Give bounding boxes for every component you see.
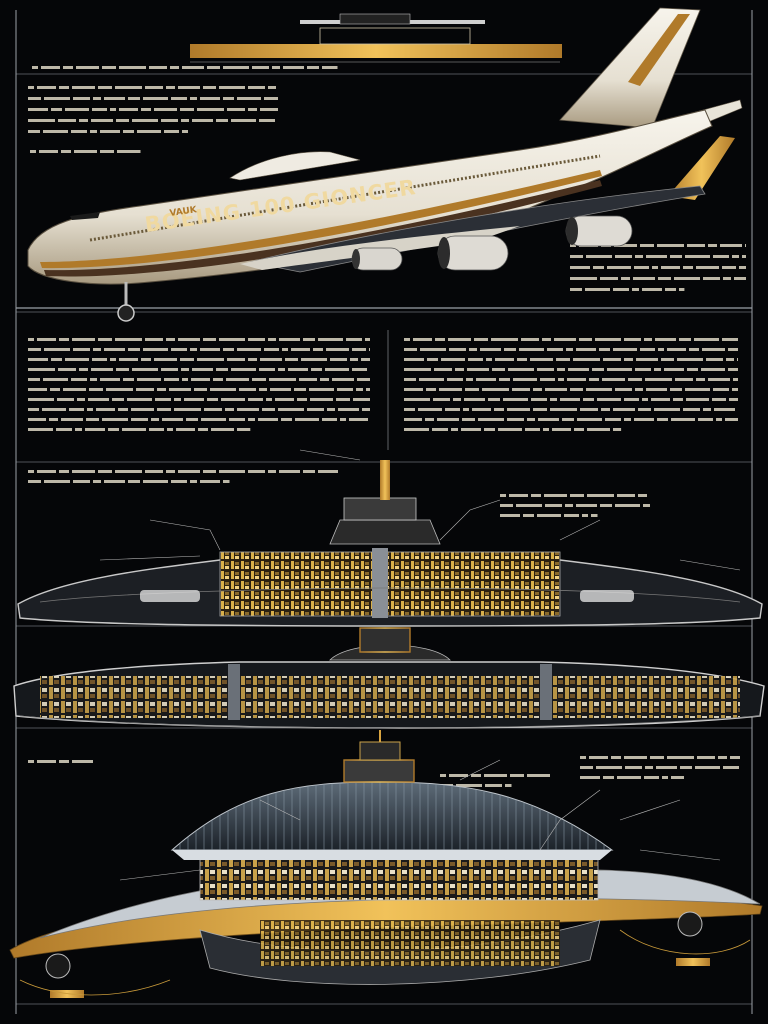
cutaway-deck-1 [17,460,763,627]
illegible-text-line [32,66,338,69]
illegible-text-line [570,255,746,258]
illegible-text-line [404,418,738,421]
callout-leader-lines [99,449,741,881]
illegible-text-line [404,378,738,381]
illegible-text-line [570,277,746,280]
illegible-text-line [28,108,278,111]
illegible-text-line [28,398,370,401]
illegible-text-line [404,428,622,431]
illegible-text-line [404,348,738,351]
illegible-text-line [28,86,276,89]
illegible-text-line [580,766,739,769]
illegible-text-line [580,756,740,759]
nose-badge-text: VAUK [169,205,198,219]
illegible-text-line [404,388,738,391]
top-header-bar [190,13,562,63]
airliner-side-view: BOEING 100 GIONCER VAUK [27,7,743,322]
illegible-text-line [28,388,370,391]
cutaway-deck-2 [13,627,765,729]
illegible-text-line [28,97,278,100]
illegible-text-line [28,130,188,133]
saucer-hull-cutaway [9,730,763,998]
illegible-text-line [28,358,370,361]
illegible-text-line [28,119,275,122]
illegible-text-line [28,338,370,341]
illegible-text-line [580,776,684,779]
illegible-text-line [404,398,738,401]
illegible-text-line [404,358,738,361]
illegible-text-line [404,408,735,411]
spec-text-blocks [28,66,746,787]
illegible-text-line [440,774,550,777]
illegible-text-line [28,368,367,371]
illegible-text-line [28,408,370,411]
illegible-text-line [28,470,338,473]
illegible-text-line [500,514,598,517]
illegible-text-line [28,760,93,763]
illegible-text-line [570,266,746,269]
illegible-text-line [500,494,647,497]
illegible-text-line [28,428,251,431]
illegible-text-line [28,378,370,381]
illegible-text-line [28,348,370,351]
illegible-text-line [30,150,141,153]
illegible-text-line [500,504,650,507]
illegible-text-line [28,418,368,421]
illegible-text-line [404,368,738,371]
illegible-text-line [570,288,685,291]
illegible-text-line [28,480,230,483]
illegible-text-line [404,338,738,341]
engine-group [351,215,633,271]
